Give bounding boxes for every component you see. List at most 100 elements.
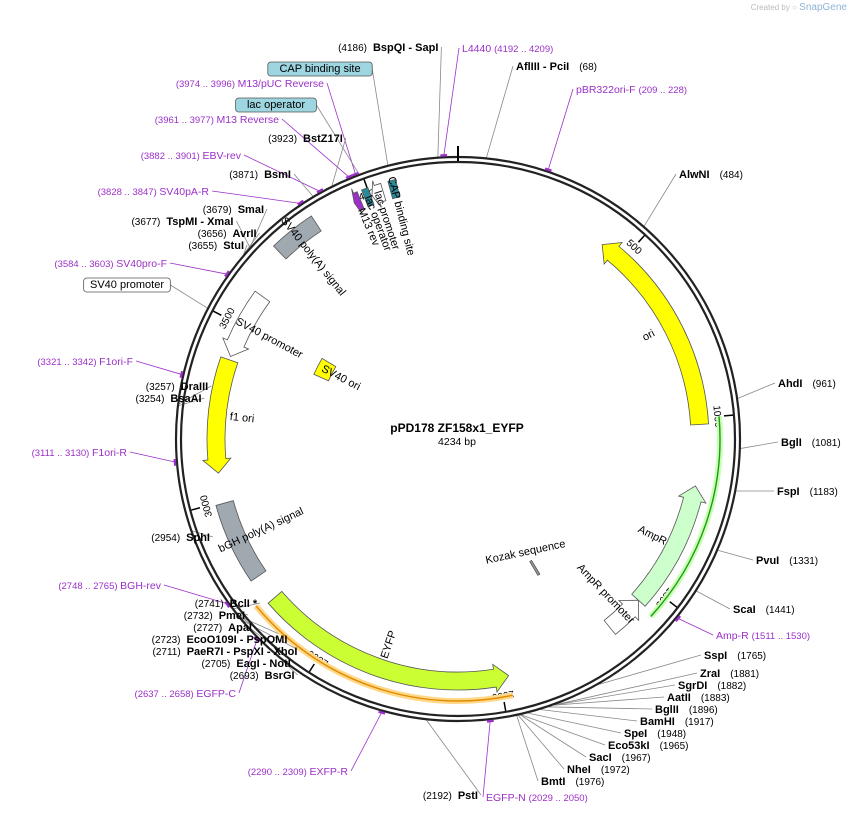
enzyme-label: SgrDI(1882) — [678, 680, 746, 692]
enzyme-name: FspI — [777, 486, 800, 498]
enzyme-bsaai: (3254)BsaAI — [136, 393, 202, 405]
primer-mark-f1ori-r — [173, 458, 177, 466]
enzyme-name: SpeI — [624, 728, 647, 740]
primer-leader-exfp-r — [350, 711, 383, 772]
enzyme-label: (3257)DraIII — [146, 381, 208, 393]
primer-pbr322ori-f: pBR322ori-F (209 .. 228) — [576, 84, 687, 96]
primer-name: F1ori-R — [92, 447, 127, 459]
feature-eyfp — [267, 590, 510, 694]
primer-leader-egfp-n — [482, 720, 491, 798]
feature-label-ampr: AmpR — [636, 524, 669, 548]
enzyme-name: AlwNI — [679, 169, 710, 181]
enzyme-bspqi: (4186)BspQI - SapI — [338, 42, 438, 54]
enzyme-label: (3679)SmaI — [203, 204, 264, 216]
boxed-label-box — [83, 277, 171, 293]
primer-coord: (3974 .. 3996) — [176, 79, 238, 90]
enzyme-leader-eco53ki — [521, 714, 606, 746]
enzyme-name: BglII — [655, 704, 679, 716]
enzyme-coord: (3257) — [146, 382, 175, 393]
enzyme-leader-sspi — [599, 654, 702, 685]
enzyme-sspi: SspI(1765) — [704, 650, 766, 662]
enzyme-label: BamHI(1917) — [640, 716, 714, 728]
enzyme-leader-bglii — [549, 706, 653, 710]
enzyme-leader-tspmi — [236, 220, 251, 248]
tick-1500 — [669, 601, 678, 608]
feature-m13-rev — [351, 188, 365, 215]
enzyme-label: (2705)EagI - NotI — [201, 658, 290, 670]
enzyme-name: BspQI — [373, 42, 405, 54]
primer-leader-m13-puc-reverse — [326, 82, 357, 176]
outer-arcs — [253, 416, 723, 704]
enzyme-leader-bspqi — [437, 46, 442, 157]
enzyme-name: NheI — [567, 764, 591, 776]
enzyme-coord: (2954) — [151, 533, 180, 544]
enzyme-apai: (2727)ApaI — [193, 622, 252, 634]
credit-prefix: Created by — [750, 3, 790, 12]
enzyme-leader-bmti — [516, 715, 539, 782]
enzyme-name: ApaI — [228, 622, 252, 634]
feature-sv40-promoter — [222, 290, 271, 357]
enzyme-label: ZraI (1881) — [700, 668, 759, 680]
primers: L4440 (4192 .. 4209)pBR322ori-F (209 .. … — [32, 43, 810, 804]
enzyme-coord: (2693) — [230, 671, 259, 682]
enzyme-coord: (1917) — [685, 717, 714, 728]
enzyme-coord: (1896) — [689, 705, 718, 716]
primer-coord: (1511 .. 1530) — [752, 631, 810, 642]
tick-2500 — [308, 663, 315, 673]
enzyme-leader-sgrdi — [554, 684, 676, 706]
enzyme-coord: (3871) — [229, 170, 258, 181]
enzyme-name: AvrII — [233, 228, 257, 240]
enzyme-label: SacI(1967) — [589, 752, 651, 764]
features — [201, 178, 709, 694]
primer-mark-egfp-n — [486, 719, 494, 723]
primer-mark-amp-r — [674, 615, 682, 623]
enzyme-spei: SpeI (1948) — [624, 728, 686, 740]
primer-coord: (4192 .. 4209) — [494, 44, 553, 55]
enzyme-bsmi: (3871) BsmI — [229, 169, 291, 181]
primer-sv40pro-f: (3584 .. 3603) SV40pro-F — [54, 258, 167, 270]
primer-coord: (3111 .. 3130) — [32, 448, 92, 459]
enzyme-name2: PspXI — [233, 646, 264, 658]
outer-arc-line-eyfp-orange — [255, 605, 513, 702]
enzyme-name: AflIII — [516, 61, 540, 73]
enzyme-coord: (3655) — [188, 241, 217, 252]
primer-name: EGFP-C — [196, 688, 236, 700]
enzyme-name: EcoO109I — [187, 634, 237, 646]
enzyme-name: ZraI — [700, 668, 720, 680]
enzyme-name: BclI * — [230, 598, 258, 610]
feature-ampr — [631, 485, 707, 607]
primer-coord: (2748 .. 2765) — [58, 581, 120, 592]
enzyme-fspi: FspI(1183) — [777, 486, 838, 498]
enzyme-name2: PciI — [550, 61, 570, 73]
enzyme-coord: (2723) — [152, 635, 181, 646]
enzyme-label: (3655)StuI — [188, 240, 244, 252]
enzyme-nhei: NheI (1972) — [567, 764, 630, 776]
primer-name: Amp-R — [716, 630, 752, 642]
enzyme-name: BsmI — [264, 169, 291, 181]
primer-ebv-rev: (3882 .. 3901) EBV-rev — [141, 150, 242, 162]
enzyme-label: BmtI(1976) — [541, 776, 604, 788]
feature-label-ampr-promoter: AmpR promoter — [574, 562, 636, 627]
enzyme-name: Eco53kI — [608, 740, 650, 752]
enzyme-label: AhdI(961) — [778, 378, 836, 390]
enzyme-name: BsaAI — [170, 393, 201, 405]
enzyme-label: SpeI (1948) — [624, 728, 686, 740]
enzyme-label: (2723)EcoO109I - PspOMI — [152, 634, 288, 646]
primer-coord: (3828 .. 3847) — [98, 187, 160, 198]
enzyme-coord: (1881) — [730, 669, 759, 680]
enzyme-name2: XmaI — [207, 216, 233, 228]
enzyme-name: AatII — [667, 692, 691, 704]
enzyme-coord: (1948) — [657, 729, 686, 740]
enzyme-leader-bamhi — [540, 709, 638, 722]
enzyme-coord: (1972) — [601, 765, 630, 776]
primer-coord: (3321 .. 3342) — [37, 357, 99, 368]
primer-mark-ebv-rev — [316, 188, 324, 194]
enzyme-name2: SapI — [415, 42, 438, 54]
enzyme-label: (3677)TspMI - XmaI — [131, 216, 233, 228]
enzyme-label: (3656)AvrII — [198, 228, 257, 240]
feature-sv40-poly-a-signal — [272, 215, 322, 260]
enzyme-sep: - — [197, 216, 207, 228]
enzyme-bgli: BglI(1081) — [781, 437, 841, 449]
boxed-label-lac-operator: lac operator — [235, 97, 317, 113]
